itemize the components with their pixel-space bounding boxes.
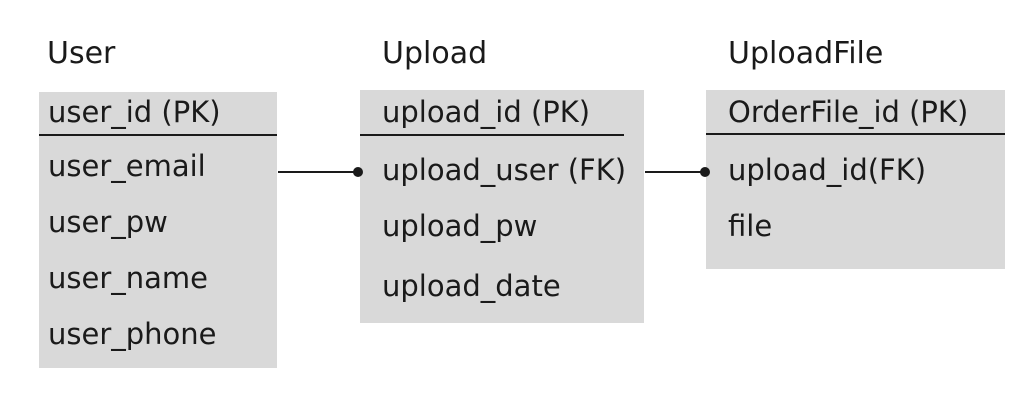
primary-key-upload-id: upload_id (PK) [382,95,591,129]
attribute-user-name: user_name [48,261,208,295]
attribute-upload-pw: upload_pw [382,209,538,243]
primary-key-orderfile-id: OrderFile_id (PK) [728,95,969,129]
attribute-user-phone: user_phone [48,317,217,351]
attribute-user-pw: user_pw [48,205,168,239]
entity-title-uploadfile: UploadFile [728,36,884,71]
attribute-user-email: user_email [48,149,206,183]
attribute-file: file [728,209,773,243]
attribute-upload-id-fk: upload_id(FK) [728,153,927,187]
pk-divider-uploadfile [706,133,1005,135]
attribute-upload-date: upload_date [382,269,561,303]
pk-divider-user [39,134,277,136]
relation-user-to-upload [278,167,363,177]
entity-box-upload: upload_id (PK) upload_user (FK) upload_p… [360,90,644,323]
primary-key-user-id: user_id (PK) [48,95,221,129]
relation-upload-to-uploadfile [645,167,710,177]
attribute-upload-user-fk: upload_user (FK) [382,153,627,187]
entity-box-uploadfile: OrderFile_id (PK) upload_id(FK) file [706,90,1005,269]
entity-box-user: user_id (PK) user_email user_pw user_nam… [39,92,277,368]
entity-title-upload: Upload [382,36,488,71]
pk-divider-upload [360,134,624,136]
entity-title-user: User [47,36,116,71]
